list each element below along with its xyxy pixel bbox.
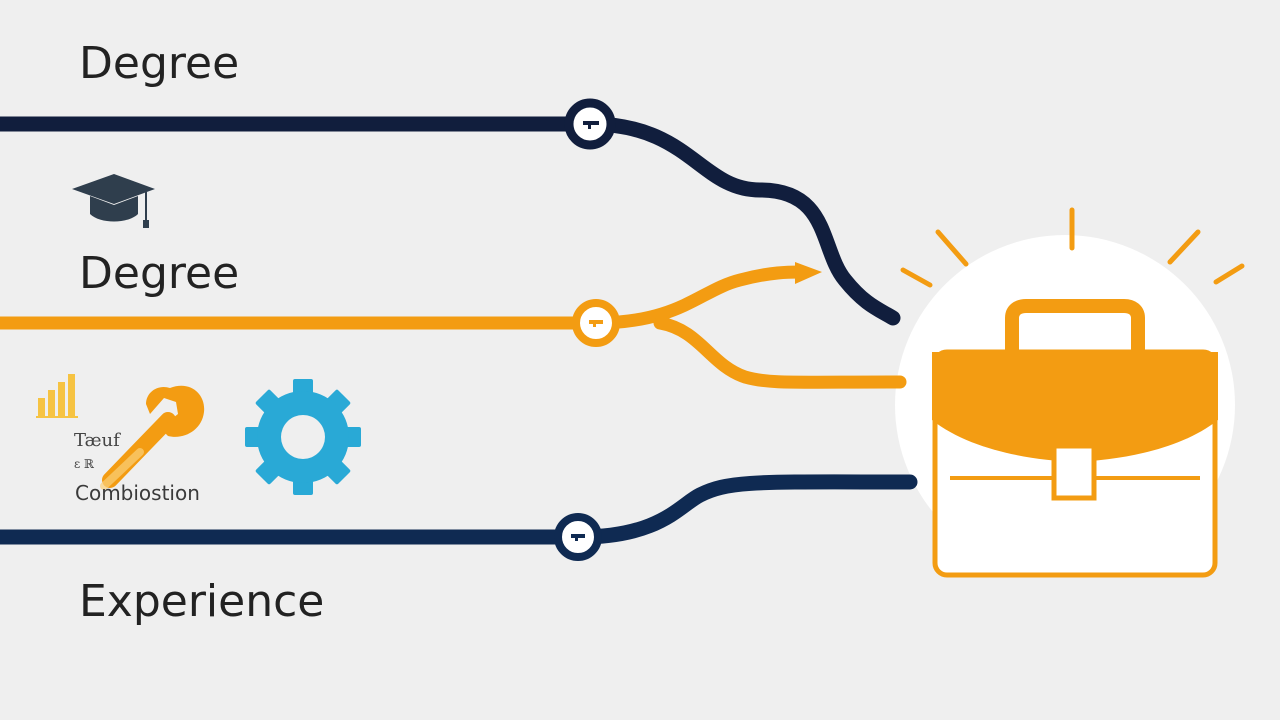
wrench-icon — [100, 385, 205, 490]
bar-chart-icon — [36, 374, 78, 418]
graduation-cap-icon — [72, 174, 155, 228]
sunburst-icon — [900, 207, 1245, 288]
experience-label: Experience — [79, 576, 325, 627]
degree-mid-path — [0, 265, 807, 330]
skills-label-line3: Combiostion — [75, 481, 200, 505]
node-bottom — [554, 513, 602, 561]
skills-label-line2: ε ℝ — [74, 457, 95, 471]
gear-icon — [245, 379, 361, 495]
arrow-icon — [795, 262, 822, 284]
degree-top-label: Degree — [79, 38, 240, 89]
experience-path — [0, 474, 918, 545]
briefcase-icon — [932, 299, 1218, 578]
node-mid — [572, 299, 620, 347]
degree-top-path — [0, 116, 901, 326]
degree-mid-label: Degree — [79, 248, 240, 299]
skills-label-line1: Tæuf — [74, 430, 120, 451]
degree-mid-branch — [653, 316, 907, 389]
node-top — [564, 98, 616, 150]
